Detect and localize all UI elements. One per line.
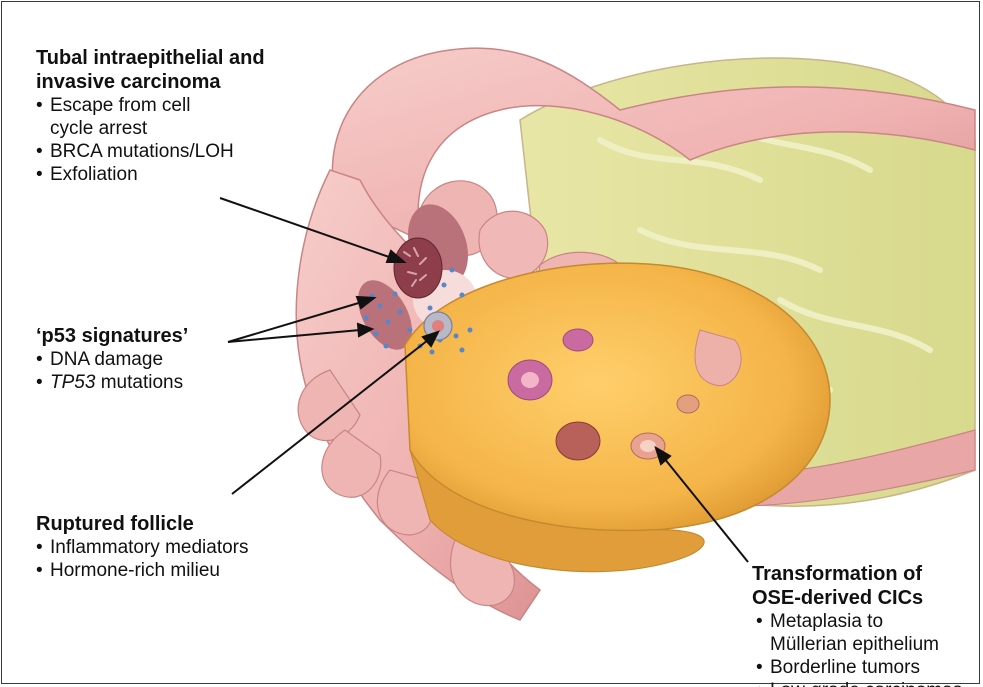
tp53-gene-name: TP53 [50, 372, 95, 393]
bullet-item: Low-grade carcinomas [756, 679, 977, 687]
bullet-item: Borderline tumors [756, 656, 977, 679]
bullet-item: BRCA mutations/LOH [36, 140, 336, 163]
tubal-carcinoma-title: Tubal intraepithelial and invasive carci… [36, 46, 336, 94]
ruptured-follicle-bullets: Inflammatory mediators Hormone-rich mili… [36, 536, 336, 582]
bullet-item: Metaplasia to Müllerian epithelium [756, 610, 977, 656]
bullet-item: Exfoliation [36, 163, 336, 186]
tubal-carcinoma-bullets: Escape from cell cycle arrest BRCA mutat… [36, 94, 336, 186]
tubal-carcinoma-lesion [394, 238, 442, 298]
transformation-label: Transformation of OSE-derived CICs Metap… [752, 562, 977, 687]
transformation-title: Transformation of OSE-derived CICs [752, 562, 977, 610]
bullet-item: DNA damage [36, 348, 286, 371]
p53-signatures-bullets: DNA damage TP53 mutations [36, 348, 286, 394]
bullet-item: Inflammatory mediators [36, 536, 336, 559]
bullet-item: Hormone-rich milieu [36, 559, 336, 582]
ovary [405, 263, 830, 572]
ruptured-follicle-label: Ruptured follicle Inflammatory mediators… [36, 512, 336, 582]
bullet-item-tp53: TP53 mutations [36, 371, 286, 394]
tp53-suffix: mutations [95, 372, 183, 393]
p53-signatures-label: ‘p53 signatures’ DNA damage TP53 mutatio… [36, 324, 286, 394]
bullet-item: Escape from cell cycle arrest [36, 94, 336, 140]
transformation-bullets: Metaplasia to Müllerian epithelium Borde… [756, 610, 977, 687]
ruptured-follicle-title: Ruptured follicle [36, 512, 336, 536]
tubal-carcinoma-label: Tubal intraepithelial and invasive carci… [36, 46, 336, 186]
p53-signatures-title: ‘p53 signatures’ [36, 324, 286, 348]
